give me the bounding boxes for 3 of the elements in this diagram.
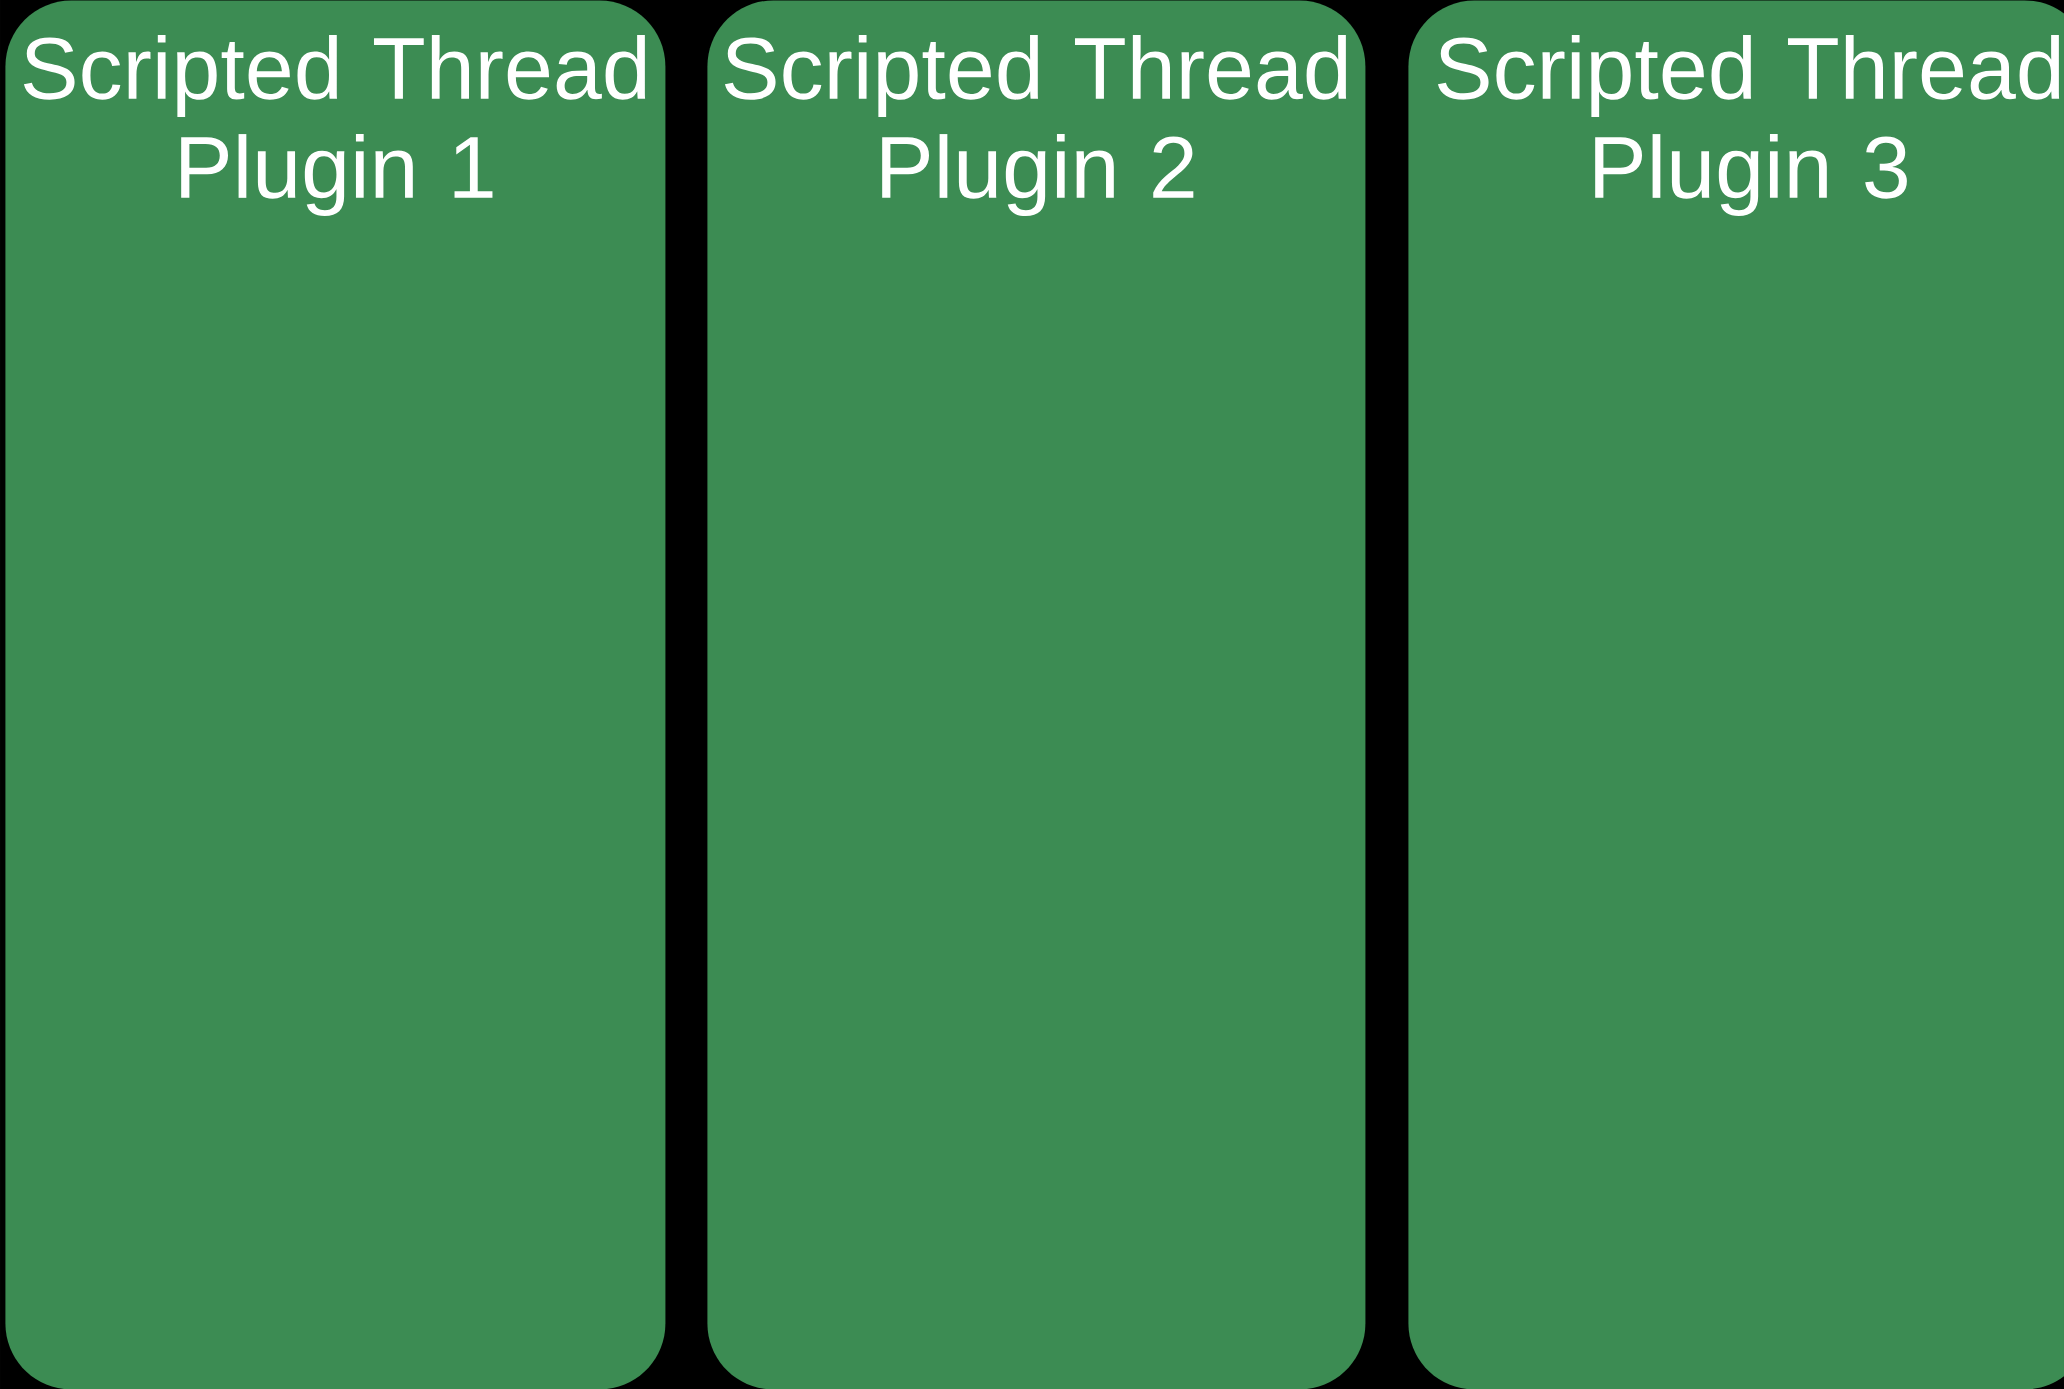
rounded-box: Scripted Thread Plugin 3: [1408, 0, 2064, 1389]
rounded-box: Scripted Thread Plugin 1: [5, 0, 666, 1389]
rounded-box: Scripted Thread Plugin 2: [707, 0, 1366, 1389]
